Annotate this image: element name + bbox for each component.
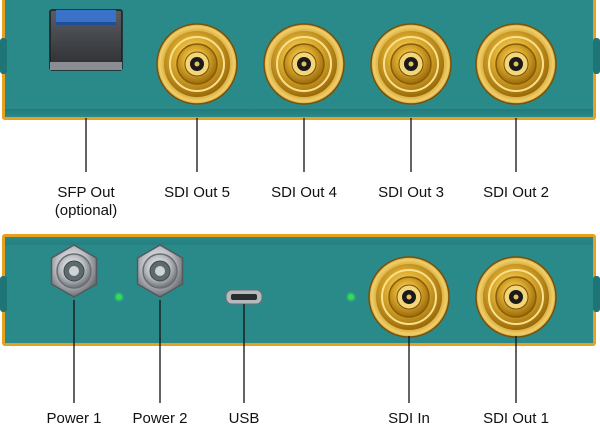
sdi-out-3-label-text: SDI Out 3: [378, 184, 444, 201]
usb-label: USB: [229, 410, 260, 428]
usb-port[interactable]: [225, 289, 263, 305]
sfp-out-label-text: SFP Out: [57, 184, 115, 201]
sdi-out-1-label: SDI Out 1: [483, 410, 549, 428]
power-2-status-led: [114, 292, 124, 302]
sdi-out-4-bnc-connector[interactable]: [263, 23, 345, 105]
sdi-out-2-label-text: SDI Out 2: [483, 184, 549, 201]
usb-label-text: USB: [228, 410, 260, 427]
power-1-label: Power 1: [46, 410, 101, 428]
power-2-label: Power 2: [132, 410, 187, 428]
sdi-out-3-label: SDI Out 3: [378, 184, 444, 202]
sdi-out-1-label-text: SDI Out 1: [483, 410, 549, 427]
power-2-label-text: Power 2: [132, 410, 188, 427]
sdi-in-label-text: SDI In: [388, 410, 430, 427]
power-1-label-text: Power 1: [46, 410, 102, 427]
sdi-out-2-label: SDI Out 2: [483, 184, 549, 202]
sdi-in-label: SDI In: [388, 410, 430, 428]
bottom-panel-bevel: [5, 237, 593, 245]
sdi-out-4-label: SDI Out 4: [271, 184, 337, 202]
sdi-out-5-label-text: SDI Out 5: [164, 184, 230, 201]
sdi-out-5-bnc-connector[interactable]: [156, 23, 238, 105]
sdi-out-4-label-text: SDI Out 4: [271, 184, 337, 201]
sdi-out-1-bnc-connector[interactable]: [475, 256, 557, 338]
sdi-out-3-bnc-connector[interactable]: [370, 23, 452, 105]
sdi-out-5-label: SDI Out 5: [164, 184, 230, 202]
sdi-in-bnc-connector[interactable]: [368, 256, 450, 338]
sfp-out-label-subtext: (optional): [54, 202, 118, 219]
top-panel-bevel: [5, 109, 593, 117]
power-1-power-connector[interactable]: [50, 244, 98, 298]
bottom-right-screw: [593, 276, 600, 312]
top-left-screw: [0, 38, 7, 74]
sdi-out-2-bnc-connector[interactable]: [475, 23, 557, 105]
top-right-screw: [593, 38, 600, 74]
sfp-out-sfp-cage[interactable]: [49, 9, 123, 71]
bottom-left-screw: [0, 276, 7, 312]
sdi-status-led: [346, 292, 356, 302]
sfp-out-label: SFP Out(optional): [55, 184, 118, 220]
power-2-power-connector[interactable]: [136, 244, 184, 298]
